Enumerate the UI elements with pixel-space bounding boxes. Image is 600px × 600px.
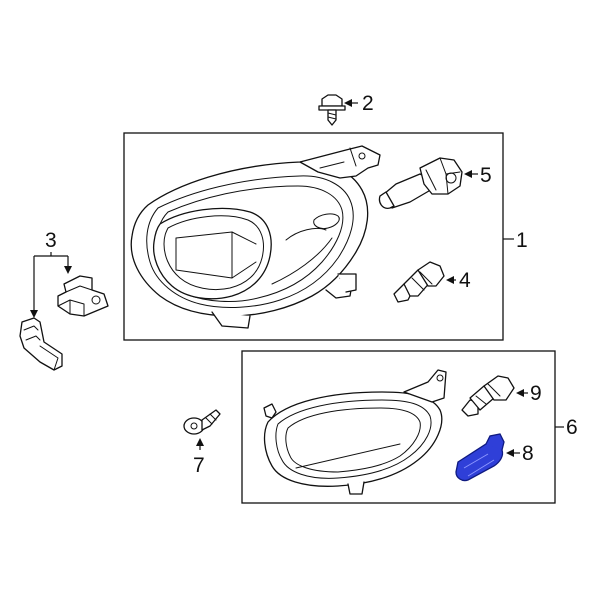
callout-5[interactable]: 5 [480, 164, 492, 187]
headlamp-bulb-part-5[interactable] [378, 157, 463, 209]
callout-9[interactable]: 9 [530, 382, 542, 405]
bulb-8-tip [485, 433, 505, 451]
fog-bulb-part-9[interactable] [461, 375, 515, 417]
arrow-9 [516, 389, 524, 397]
callout-7[interactable]: 7 [193, 454, 205, 477]
headlamp-bulb-part-4[interactable] [393, 261, 445, 303]
callout-1[interactable]: 1 [516, 229, 528, 252]
arrow-5 [464, 170, 472, 178]
arrow-8 [506, 449, 514, 457]
highlighted-bulb-part-8[interactable] [455, 433, 505, 482]
bulb-8-body [455, 441, 504, 482]
bracket-part-3[interactable] [19, 275, 109, 371]
leader-3 [33, 252, 69, 312]
headlamp-part-1[interactable] [130, 145, 381, 329]
bulb-8-highlight [463, 453, 495, 477]
fog-lamp-part-6[interactable] [263, 369, 447, 495]
callout-2[interactable]: 2 [362, 92, 374, 115]
callout-3[interactable]: 3 [45, 229, 57, 252]
callout-4[interactable]: 4 [459, 269, 471, 292]
arrow-7 [196, 438, 204, 446]
headlamp-assembly-frame [123, 132, 504, 341]
arrow-2 [344, 99, 352, 107]
arrow-4 [446, 276, 454, 284]
screw-part-2[interactable] [318, 94, 346, 126]
push-pin-part-7[interactable] [183, 409, 221, 435]
arrow-3b [64, 266, 72, 274]
callout-6[interactable]: 6 [566, 416, 578, 439]
callout-8[interactable]: 8 [522, 442, 534, 465]
arrow-3a [30, 310, 38, 318]
